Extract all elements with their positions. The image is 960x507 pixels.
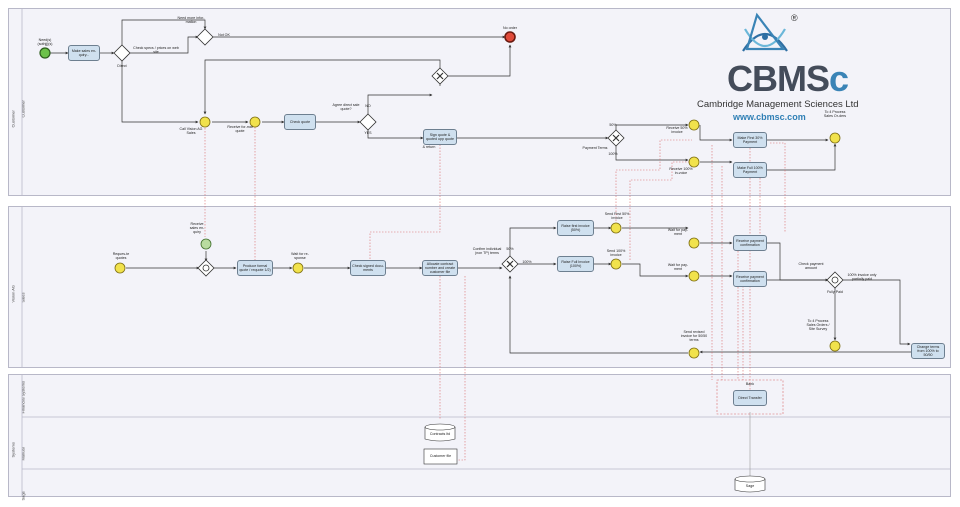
pct-100-label-sales: 100% xyxy=(522,260,532,264)
send-100-label: Send 100% invoice xyxy=(606,249,626,258)
registered-mark: ® xyxy=(791,13,798,23)
contracts-datastore xyxy=(424,427,456,442)
customer-file-label: Customer file xyxy=(429,454,452,458)
payment-terms-label: Payment Terms xyxy=(582,146,608,150)
brand-url[interactable]: www.cbmsc.com xyxy=(733,112,806,122)
customer-file-doc xyxy=(423,448,458,465)
receive-50-invoice-label: Receive 50% invoice xyxy=(666,126,688,135)
make-first-30-task: Make First 30% Payment xyxy=(733,132,767,148)
sage-datastore xyxy=(734,479,766,493)
request-quote-label: Reques-te quotes xyxy=(112,252,130,261)
receive-100-invoice-label: Receive 100% in-voice xyxy=(669,167,693,176)
receive-payment-conf-2-task: Receive payment confirmation xyxy=(733,271,767,287)
to-4-process-sales-label: To 4 Process Sales Orders / Site Survey xyxy=(806,319,830,332)
raise-first-invoice-task: Raise first invoice (50%) xyxy=(557,220,594,236)
direct-transfer-task: Direct Transfer xyxy=(733,390,767,406)
brand-name-main: CBMS xyxy=(727,58,830,99)
agree-quote-gateway xyxy=(359,113,377,131)
call-vision-label: Call Vision AG Sales xyxy=(179,127,203,136)
to-4-process-label-top: To 4 Process Sales Or-ders xyxy=(823,110,847,119)
receive-sales-enquiry-label: Receive sales en-quiry xyxy=(189,222,205,235)
bank-label: Bank xyxy=(745,382,755,386)
partially-paid-label: 100% invoice only partially paid xyxy=(847,273,877,282)
receive-enquiry-event xyxy=(200,238,212,250)
wait-response-event xyxy=(292,262,304,274)
brand-name-c: c xyxy=(829,58,849,99)
sage-label: Sage xyxy=(745,484,755,488)
and-return-label: & return xyxy=(422,145,436,149)
check-signed-docs-task: Check signed docu-ments xyxy=(350,260,386,276)
wait-for-response-label: Wait for re-sponse xyxy=(291,252,309,261)
customer-pool xyxy=(8,8,951,196)
receive-payment-conf-1-task: Receive payment confirmation xyxy=(733,235,767,251)
yes-label: YES xyxy=(364,131,372,135)
contracts-ltd-label: Contracts ltd xyxy=(429,432,451,436)
receive-quote-event xyxy=(249,116,261,128)
send-100-event xyxy=(610,258,622,270)
start-event xyxy=(39,47,51,59)
direct-label: Direct xyxy=(117,64,127,68)
check-payment-amount-label: Check payment amount xyxy=(798,262,824,271)
send-revised-invoice-label: Send revised invoice for 50/50 terms xyxy=(680,330,708,343)
call-vision-event xyxy=(199,116,211,128)
sales-merge-gateway xyxy=(197,259,215,277)
brand-name: CBMSc xyxy=(727,58,849,100)
confirm-individual-label: Confirm individual (non TP) terms xyxy=(472,247,502,256)
payment-amount-gateway xyxy=(826,271,844,289)
check-specs-label: Check specs / prices on web site xyxy=(133,46,179,55)
request-quote-event xyxy=(114,262,126,274)
to-process-event-top xyxy=(829,132,841,144)
wait-payment-1-label: Wait for pay-ment xyxy=(667,228,689,237)
pct-50-label-top: 50% xyxy=(609,123,617,127)
send-first-50-event xyxy=(610,222,622,234)
pct-50-label-sales: 50% xyxy=(506,247,514,251)
systems-pool xyxy=(8,374,951,497)
direct-gateway xyxy=(113,44,131,62)
wait-payment-2-label: Wait for pay-ment xyxy=(667,263,689,272)
send-first-50-label: Send First 50% invoice xyxy=(604,212,630,221)
to-process-event-bottom xyxy=(829,340,841,352)
change-terms-task: Change terms from 100% to 50/50 xyxy=(911,343,945,359)
fully-paid-label: Fully Paid xyxy=(827,290,843,294)
check-quote-task: Check quote xyxy=(284,114,316,130)
wait-payment-2-event xyxy=(688,270,700,282)
produce-formal-quote-task: Produce formal quote / requote 1/2) xyxy=(237,260,273,276)
allocate-contract-task: Allocate contract number and create cust… xyxy=(422,260,458,276)
no-label: NO xyxy=(365,104,371,108)
make-full-100-task: Make Full 100% Payment xyxy=(733,162,767,178)
start-label: Need(s) (sothjj)(s) xyxy=(37,38,53,47)
receive-50-invoice-event xyxy=(688,119,700,131)
raise-full-invoice-task: Raise Full Invoice (100%) xyxy=(557,256,594,272)
make-sales-enquiry-task: Make sales en-quiry... xyxy=(68,45,100,61)
receive-formal-quote-label: Receive for-mal quote xyxy=(227,125,253,134)
need-info-gateway xyxy=(196,28,214,46)
cbmsc-logo-icon xyxy=(742,12,788,52)
pct-100-label-top: 100% xyxy=(608,152,618,156)
agree-direct-sale-label: Agree direct sale quote? xyxy=(332,103,360,112)
not-ok-label: Not OK xyxy=(218,33,230,37)
brand-subtitle: Cambridge Management Sciences Ltd xyxy=(697,99,859,110)
receive-100-invoice-event xyxy=(688,156,700,168)
send-revised-event xyxy=(688,347,700,359)
end-event-no-order xyxy=(504,31,516,43)
vision-ag-pool xyxy=(8,206,951,368)
no-order-label: No order xyxy=(503,26,517,30)
wait-payment-1-event xyxy=(688,237,700,249)
need-more-info-label: Need more infor-mation xyxy=(177,16,205,25)
sign-quote-task: Sign quote & quoted upp quote xyxy=(423,129,457,145)
